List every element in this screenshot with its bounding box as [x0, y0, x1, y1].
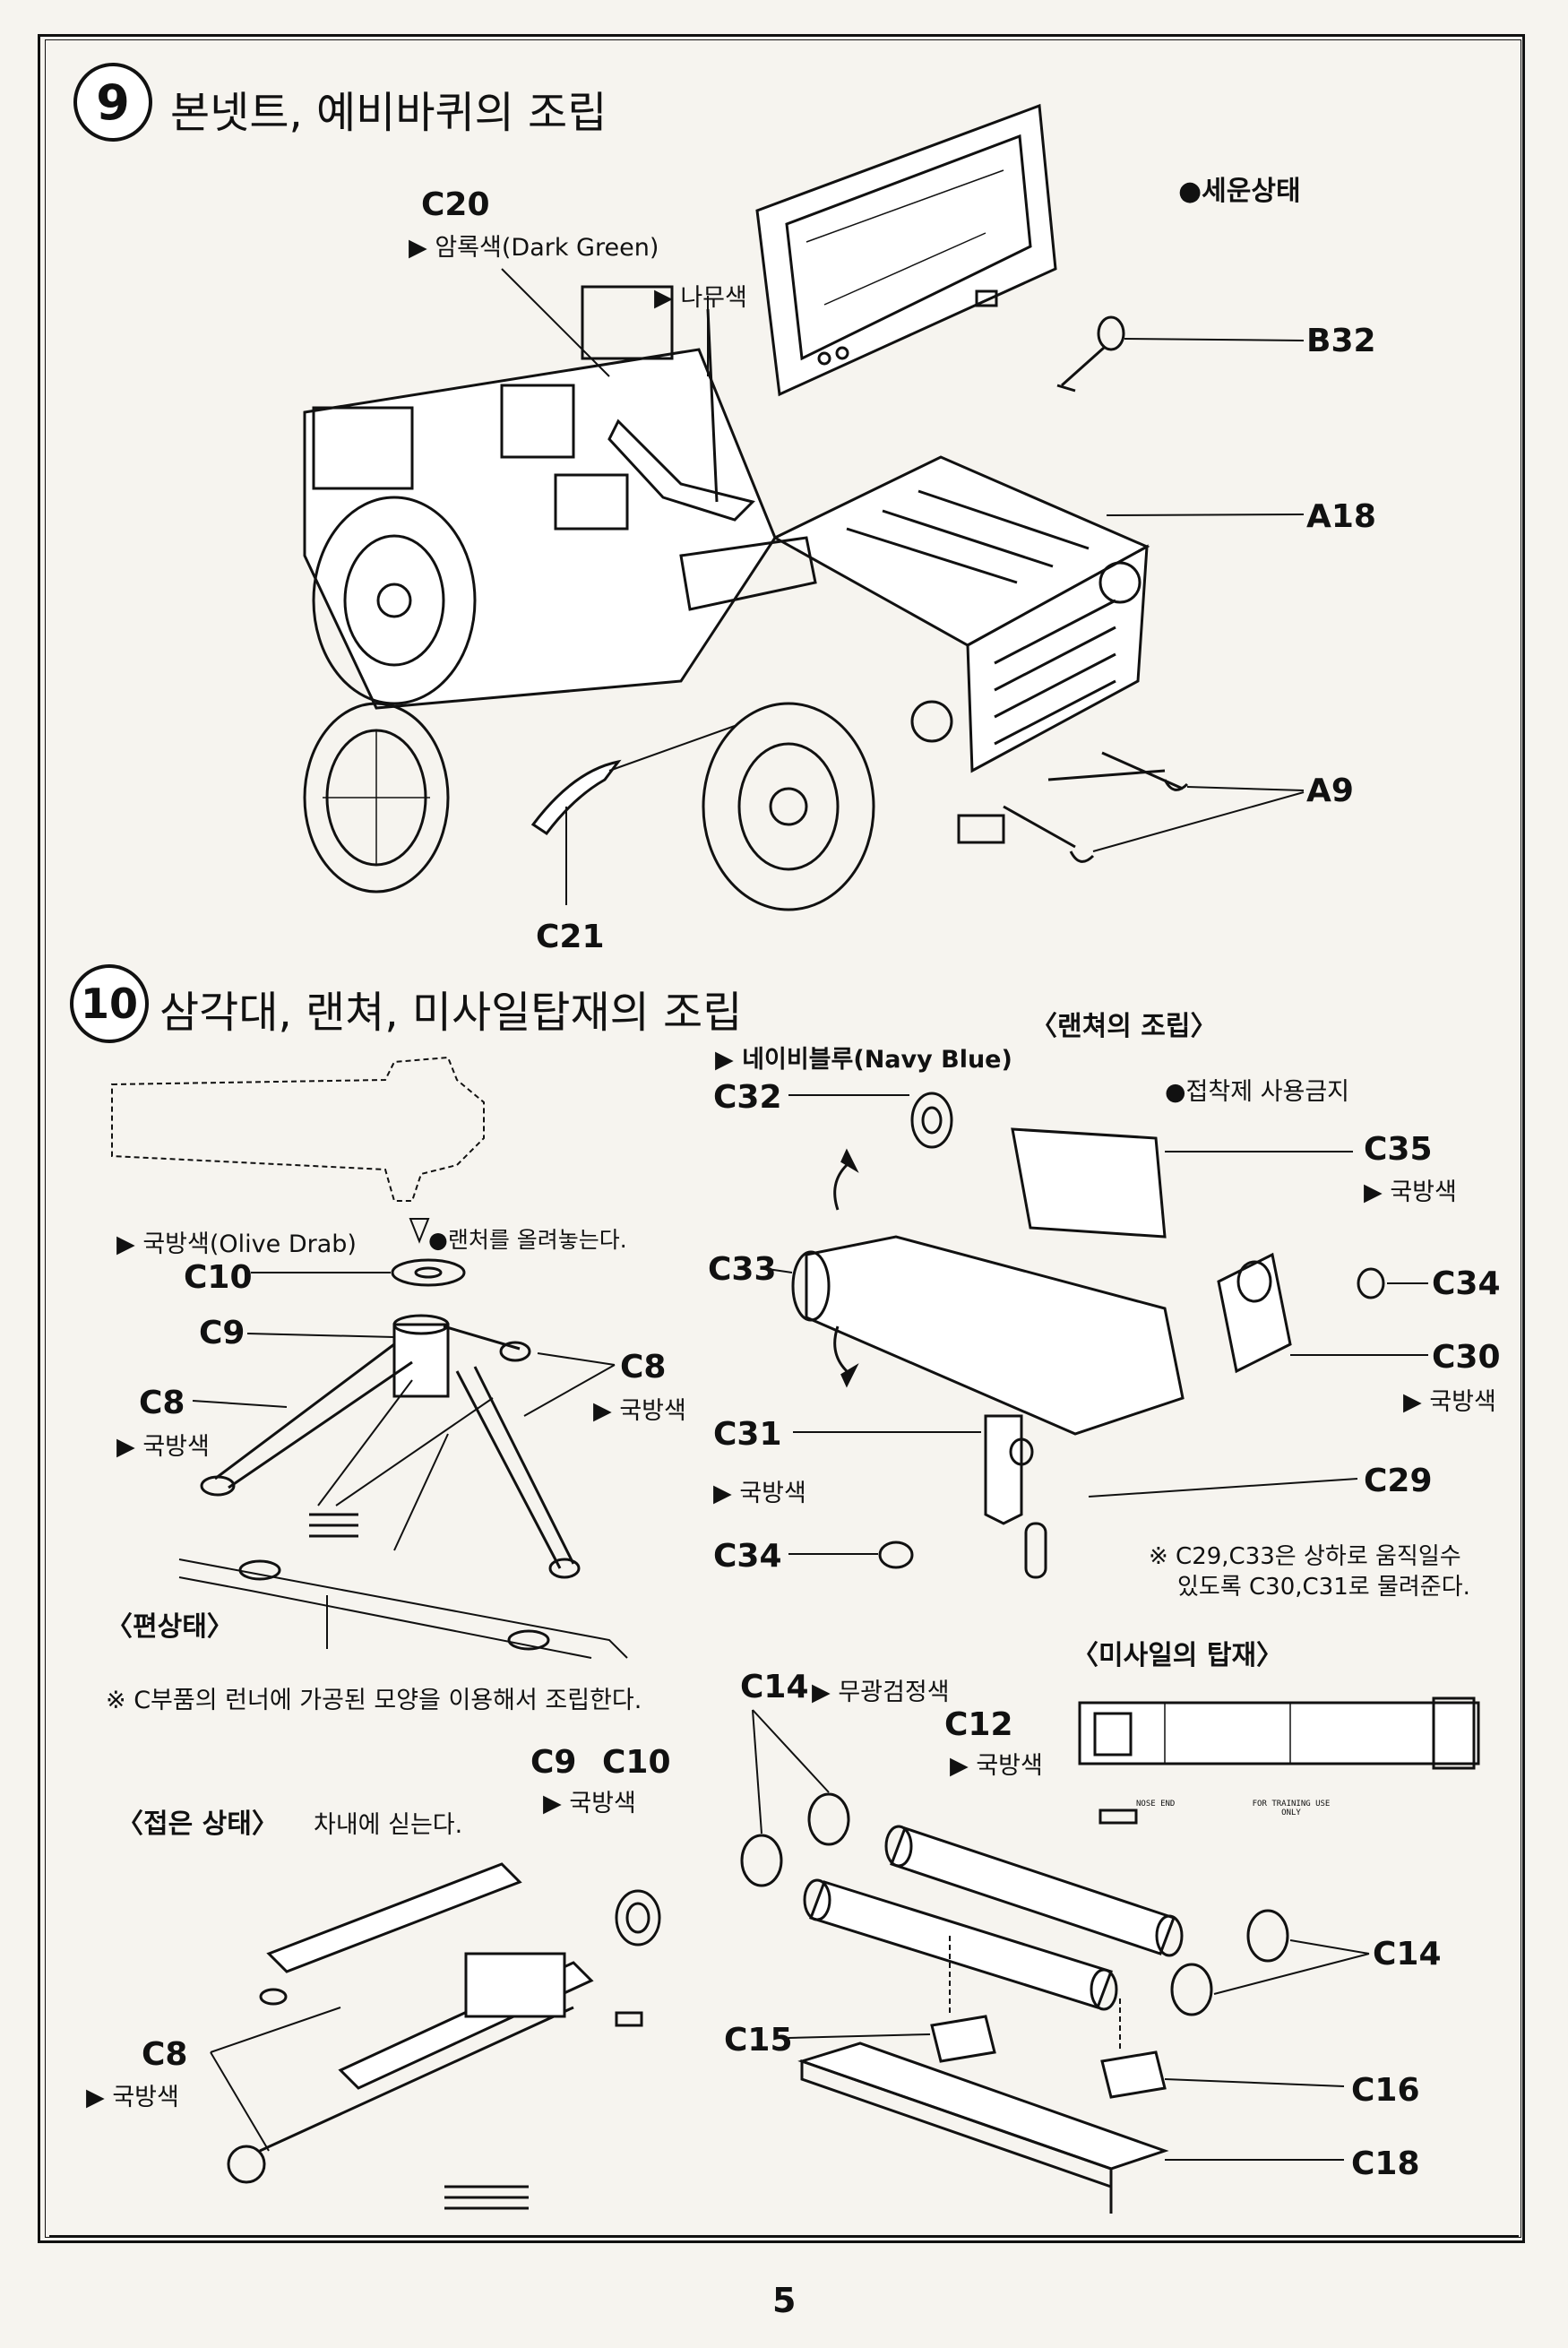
launcher-label-c30-color: ▶ 국방색: [1403, 1388, 1496, 1416]
label-b32: B32: [1306, 323, 1376, 359]
step-9-title: 본넷트, 예비바퀴의 조립: [170, 88, 607, 138]
launcher-navy-blue-label: ▶ 네이비블루(Navy Blue): [715, 1046, 1012, 1074]
hooks-a9-illustration: [957, 751, 1305, 863]
launcher-label-c31: C31: [713, 1416, 782, 1453]
tripod-olive-drab-label: ▶ 국방색(Olive Drab): [116, 1230, 357, 1258]
launcher-label-c34-bottom: C34: [713, 1538, 782, 1575]
label-a18: A18: [1306, 498, 1376, 535]
missile-label-c12: C12: [944, 1706, 1013, 1743]
label-a9: A9: [1306, 773, 1354, 809]
folded-label-c8-color: ▶ 국방색: [86, 2084, 179, 2111]
launcher-label-c31-color: ▶ 국방색: [713, 1480, 806, 1507]
folded-label-c9: C9: [530, 1744, 577, 1781]
tripod-label-c9: C9: [199, 1315, 246, 1351]
missile-label-c12-color: ▶ 국방색: [950, 1752, 1043, 1780]
missile-tube-reference-illustration: [1078, 1696, 1480, 1825]
label-c21: C21: [536, 919, 605, 955]
page-inner-border: [45, 39, 1521, 2238]
place-arrow-icon: [409, 1218, 430, 1244]
tripod-label-c8-left-color: ▶ 국방색: [116, 1433, 210, 1461]
wheels-illustration: [303, 496, 875, 911]
mirror-illustration: [1056, 315, 1305, 393]
decal-training-use: FOR TRAINING USE ONLY: [1252, 1800, 1331, 1817]
tripod-label-c8-right: C8: [620, 1349, 667, 1385]
launcher-label-c30: C30: [1432, 1339, 1501, 1376]
windshield-upright-note: ●세운상태: [1178, 176, 1301, 207]
move-note-line-1: ※ C29,C33은 상하로 움직일수: [1149, 1543, 1461, 1570]
launcher-label-c32: C32: [713, 1079, 782, 1116]
launcher-assembly-title: 〈랜쳐의 조립〉: [1030, 1011, 1218, 1042]
missiles-assembly-illustration: [740, 1709, 1370, 2214]
missile-label-c14-right: C14: [1373, 1936, 1442, 1972]
tripod-unfolded-illustration: [178, 1258, 628, 1659]
folded-label-c10: C10: [602, 1744, 671, 1781]
launcher-label-c29: C29: [1364, 1463, 1433, 1499]
label-wood-color: ▶ 나무색: [654, 284, 747, 312]
folded-state-title: 〈접은 상태〉: [116, 1808, 279, 1840]
tripod-label-c10: C10: [184, 1259, 253, 1296]
step-10-number: 10: [70, 964, 149, 1043]
no-glue-note: ●접착제 사용금지: [1165, 1078, 1350, 1106]
tripod-label-c8-left: C8: [139, 1385, 185, 1421]
missile-label-c18: C18: [1351, 2145, 1420, 2182]
decal-nose-end: NOSE END: [1136, 1800, 1176, 1808]
windshield-illustration: [755, 103, 1057, 397]
runner-note: ※ C부품의 런너에 가공된 모양을 이용해서 조립한다.: [106, 1687, 642, 1714]
missile-loading-title: 〈미사일의 탑재〉: [1072, 1640, 1284, 1671]
tripod-folded-illustration: [210, 1862, 661, 2210]
missile-label-c15: C15: [724, 2022, 793, 2059]
launcher-label-c35: C35: [1364, 1131, 1433, 1168]
folded-state-note: 차내에 싣는다.: [314, 1811, 463, 1839]
page-number: 5: [772, 2281, 797, 2320]
page-outer-border: [38, 34, 1525, 2243]
jeep-body-illustration: [303, 285, 817, 710]
missile-label-c14-top-color: ▶ 무광검정색: [812, 1679, 950, 1706]
launcher-ghost-illustration: [111, 1056, 485, 1202]
step-10-title: 삼각대, 랜쳐, 미사일탑재의 조립: [159, 988, 743, 1038]
fender-c21-illustration: [530, 725, 736, 905]
missile-label-c14-top: C14: [740, 1669, 809, 1705]
place-launcher-note: ●랜처를 올려놓는다.: [428, 1227, 627, 1253]
launcher-label-c35-color: ▶ 국방색: [1364, 1178, 1457, 1206]
label-c20-color: ▶ 암록색(Dark Green): [409, 234, 659, 262]
grille-illustration: [910, 544, 1149, 773]
folded-label-c8: C8: [142, 2036, 188, 2073]
missile-label-c16: C16: [1351, 2072, 1420, 2109]
launcher-label-c34-top: C34: [1432, 1265, 1501, 1302]
unfolded-state-title: 〈편상태〉: [106, 1611, 234, 1643]
folded-label-c9c10-color: ▶ 국방색: [543, 1790, 636, 1817]
launcher-assembly-illustration: [761, 1092, 1428, 1579]
tripod-label-c8-right-color: ▶ 국방색: [593, 1397, 686, 1425]
label-c20: C20: [421, 186, 490, 223]
step-9-number: 9: [73, 63, 152, 142]
move-note-line-2: 있도록 C30,C31로 물려준다.: [1177, 1574, 1470, 1601]
